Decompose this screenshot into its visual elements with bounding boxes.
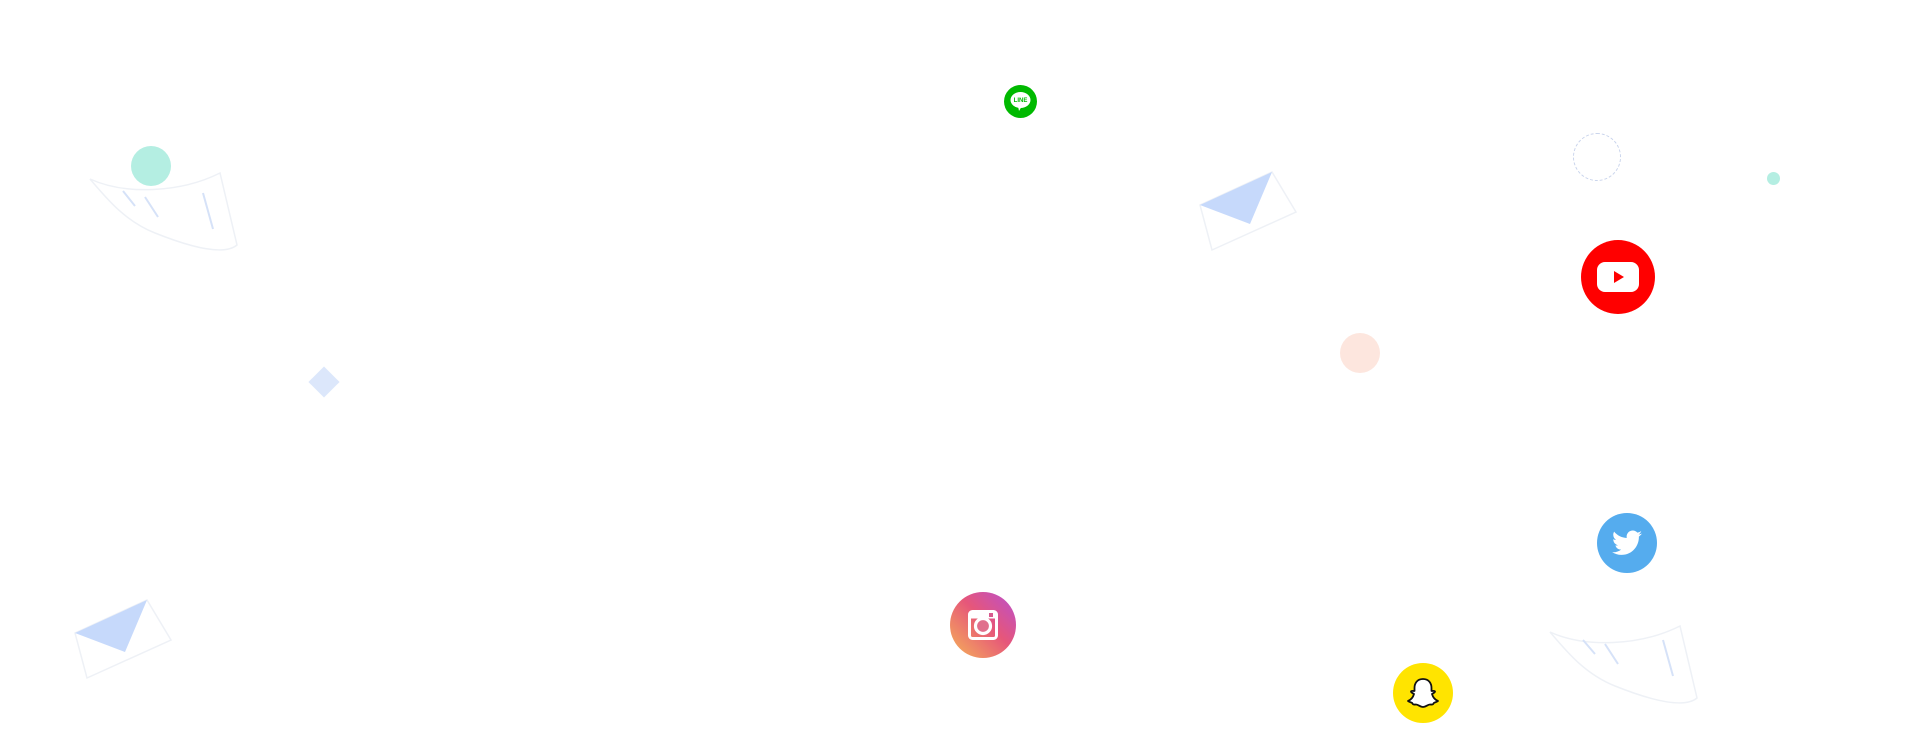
- paper-sheet-decoration-2: [1549, 624, 1698, 704]
- line-label: LINE: [1014, 98, 1028, 104]
- instagram-camera-icon: [968, 610, 998, 640]
- line-icon[interactable]: LINE: [1004, 85, 1037, 118]
- youtube-icon[interactable]: [1581, 240, 1655, 314]
- youtube-play-icon: [1597, 262, 1639, 292]
- snapchat-ghost-icon: [1407, 678, 1439, 708]
- paper-sheet-decoration: [89, 171, 238, 251]
- paper-plane-decoration: [74, 599, 173, 680]
- dashed-ring-decoration: [1573, 133, 1621, 181]
- peach-dot-decoration: [1340, 333, 1380, 373]
- paper-plane-decoration-2: [1199, 171, 1298, 252]
- mint-small-dot-decoration: [1767, 172, 1780, 185]
- twitter-icon[interactable]: [1597, 513, 1657, 573]
- diamond-decoration: [308, 366, 340, 398]
- snapchat-icon[interactable]: [1393, 663, 1453, 723]
- mint-dot-decoration: [131, 146, 171, 186]
- line-bubble-icon: LINE: [1010, 92, 1031, 111]
- twitter-bird-icon: [1612, 530, 1642, 555]
- instagram-icon[interactable]: [950, 592, 1016, 658]
